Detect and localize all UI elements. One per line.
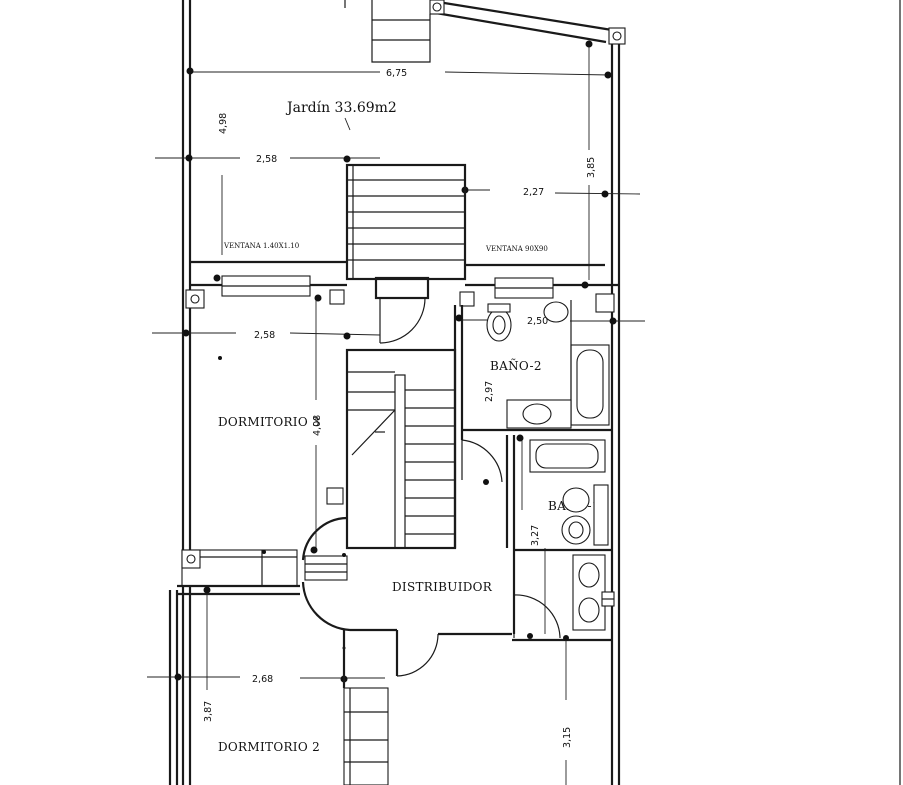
main-stair	[345, 163, 467, 550]
garden-left-width-label: 2,58	[256, 154, 277, 165]
bedroom3-width-label: 2,58	[254, 330, 275, 341]
garden-label: Jardín 33.69m2	[285, 100, 397, 116]
bath2-width-label: 2,50	[527, 316, 548, 327]
bath2-height-label: 2,97	[484, 381, 495, 402]
bedroom3-label: DORMITORIO 3	[218, 415, 320, 429]
bath-1: BAÑO-1 3,27	[505, 434, 615, 642]
garden-right-width-label: 2,27	[523, 187, 544, 198]
bedroom2-height-label: 3,87	[203, 701, 214, 722]
right-room-height-label: 3,15	[562, 727, 573, 748]
garden-area: 6,75 Jardín 33.69m2 4,98 2,58 3,85 2,27 …	[155, 40, 641, 280]
garden-width-label: 6,75	[386, 68, 407, 79]
garden-right-height-label: 3,85	[586, 157, 597, 178]
bedroom2-label: DORMITORIO 2	[218, 740, 320, 754]
outer-walls	[168, 0, 626, 785]
bedroom2-width-label: 2,68	[252, 674, 273, 685]
bedroom-3: 2,58 4,08 DORMITORIO 3	[152, 300, 381, 632]
window-left-label: VENTANA 1.40X1.10	[223, 242, 299, 250]
upper-door	[374, 276, 430, 344]
hall-label: DISTRIBUIDOR	[392, 580, 493, 594]
bedroom3-height-label: 4,08	[312, 415, 323, 436]
window-right-label: VENTANA 90X90	[485, 245, 548, 253]
garden-height-label: 4,98	[218, 113, 229, 134]
bath-2: 2,50 BAÑO-2 2,97	[453, 300, 645, 548]
bath2-label: BAÑO-2	[490, 358, 542, 373]
right-lower-room: 3,15	[562, 640, 573, 785]
hall: DISTRIBUIDOR	[342, 553, 512, 677]
bedroom-2: 2,68 3,87 DORMITORIO 2	[147, 584, 389, 785]
bath1-height-label: 3,27	[530, 525, 541, 546]
middle-wall	[185, 260, 619, 505]
